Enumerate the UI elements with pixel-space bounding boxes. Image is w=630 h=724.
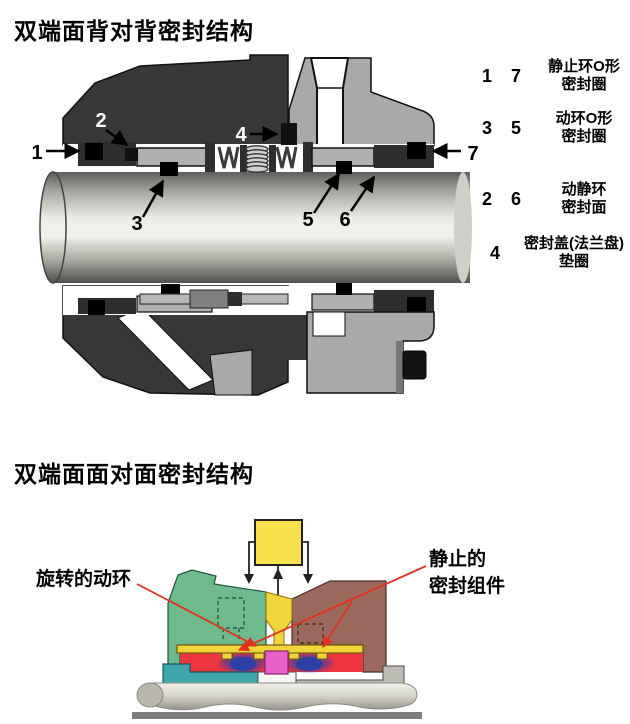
blue-core-right: [296, 657, 322, 671]
label-stationary-assembly: 静止的 密封组件: [429, 549, 506, 597]
legend-nums-2: 3 5: [482, 117, 529, 138]
wave-spring-left: [217, 146, 240, 169]
hidden-socket-brown: [297, 623, 324, 644]
shaft: [53, 172, 470, 283]
section2-title: 双端面面对面密封结构: [14, 461, 254, 487]
o-ring-7: [407, 142, 426, 159]
drive-pin-nut: [228, 292, 242, 306]
callout-3: 3: [131, 213, 142, 235]
barrier-fluid-box: [254, 519, 303, 566]
callout-7: 7: [467, 143, 478, 165]
callout-5: 5: [302, 209, 313, 231]
callout-arrows: [46, 125, 461, 218]
annotation-leaders: [136, 565, 427, 651]
up-arrow-center: [273, 568, 283, 579]
shaft-2-left-end: [136, 682, 164, 708]
housing-top: [62, 54, 289, 146]
legend-row-1: 1 7 静止环O形 密封圈: [482, 58, 630, 94]
bolt-washer: [396, 341, 403, 393]
legend-row-4: 4 密封盖(法兰盘) 垫圈: [482, 235, 630, 271]
shaft-left-end: [39, 171, 67, 284]
spring-block: [303, 142, 313, 172]
callout-4: 4: [235, 124, 247, 146]
flow-lines: [248, 541, 309, 576]
callout-6: 6: [339, 209, 350, 231]
legend-nums-3: 2 6: [482, 188, 529, 209]
legend-nums-1: 1 7: [482, 65, 529, 86]
drive-notch-left: [125, 148, 138, 161]
legend-label-2: 动环O形 密封圈: [555, 110, 613, 145]
spring-block: [269, 145, 276, 172]
spring-block: [240, 145, 247, 172]
legend-label-3: 动静环 密封面: [561, 181, 607, 216]
blue-core-left: [230, 657, 256, 671]
rotating-ring-right-lower: [311, 293, 375, 311]
housing-wedge: [209, 349, 253, 396]
housing-bottom-pillar: [287, 312, 307, 360]
legend-row-3: 2 6 动静环 密封面: [482, 181, 630, 217]
callout-2: 2: [95, 110, 106, 132]
seal-face-tabs: [221, 652, 328, 660]
hidden-socket-green: [217, 597, 245, 642]
spring-block: [205, 142, 215, 172]
legend-nums-4: 4: [489, 242, 500, 263]
callout-1: 1: [31, 142, 42, 164]
o-ring-5-lower: [336, 283, 352, 295]
o-ring-1-lower: [88, 300, 105, 315]
o-ring-5: [336, 161, 352, 174]
shaft-right-end: [454, 172, 472, 283]
down-arrow-left: [244, 574, 254, 584]
legend-row-2: 3 5 动环O形 密封圈: [482, 110, 630, 146]
stationary-seat-left-lower: [78, 298, 136, 314]
o-ring-1: [85, 143, 103, 160]
gland-bottom-notch: [312, 311, 346, 337]
o-ring-3: [160, 162, 178, 176]
label-rotating-ring: 旋转的动环: [36, 569, 132, 590]
flush-port: [309, 57, 350, 149]
legend-label-4: 密封盖(法兰盘) 垫圈: [524, 235, 624, 270]
drive-pin-collar: [189, 289, 229, 309]
down-arrow-right: [303, 574, 313, 584]
shaft-2: [147, 682, 418, 711]
legend-label-1: 静止环O形 密封圈: [548, 58, 620, 93]
gland-plate-top: [288, 57, 435, 146]
back-to-back-seal-diagram: 1 2 3 4 5 6 7: [31, 54, 479, 396]
baseline-bar: [132, 712, 422, 719]
face-to-face-seal-diagram: [132, 519, 427, 719]
wave-spring-right: [275, 146, 298, 169]
o-ring-7-lower: [407, 297, 426, 313]
gland-step-notch: [281, 123, 297, 145]
magenta-center-ring: [264, 650, 289, 675]
bolt-head: [402, 350, 427, 380]
coil-spring: [245, 145, 269, 173]
section1-title: 双端面背对背密封结构: [14, 18, 254, 44]
